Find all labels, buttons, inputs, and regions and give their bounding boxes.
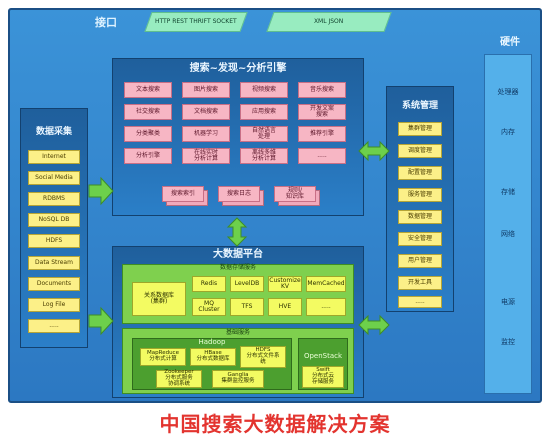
solution-title: 中国搜索大数据解决方案 xyxy=(159,411,391,436)
base-services-title: 基础服务 xyxy=(225,328,250,336)
system-title: 系统管理 xyxy=(401,101,438,112)
collection-item: HDFS xyxy=(28,234,80,248)
swift-box: Swift 分布式云 存储服务 xyxy=(302,366,344,388)
search-cell: 音乐搜索 xyxy=(298,82,346,98)
interface-formats-box: XML JSON xyxy=(266,12,392,32)
search-engine-title: 搜索~发现~分析引擎 xyxy=(189,62,287,74)
openstack-title: OpenStack xyxy=(303,352,343,361)
interface-protocols-label: HTTP REST THRIFT SOCKET xyxy=(155,17,237,25)
arrow-left-right-icon xyxy=(358,140,390,162)
hadoop-title: Hadoop xyxy=(198,337,226,346)
system-item: 服务管理 xyxy=(398,188,442,202)
interface-formats-label: XML JSON xyxy=(314,17,344,25)
storage-item: MQ Cluster xyxy=(192,298,226,316)
search-cell: 分类聚类 xyxy=(124,126,172,142)
hardware-panel xyxy=(484,54,532,394)
system-item: 配置管理 xyxy=(398,166,442,180)
search-cell: 文本搜索 xyxy=(124,82,172,98)
search-cell: ..... xyxy=(298,148,346,164)
search-log-store: 搜索日志 xyxy=(218,186,260,202)
hbase-box: HBase 分布式数据库 xyxy=(190,348,236,366)
search-cell: 在线实时 分析计算 xyxy=(182,148,230,164)
system-item: 数据管理 xyxy=(398,210,442,224)
arrow-right-icon xyxy=(88,176,114,206)
collection-item: Internet xyxy=(28,150,80,164)
search-cell: 推荐引擎 xyxy=(298,126,346,142)
collection-item: RDBMS xyxy=(28,192,80,206)
collection-item: NoSQL DB xyxy=(28,213,80,227)
system-item: 调度管理 xyxy=(398,144,442,158)
storage-item: LevelDB xyxy=(230,276,264,292)
storage-services-title: 数据存储服务 xyxy=(219,264,256,272)
interface-title: 接口 xyxy=(95,16,117,30)
storage-item: ..... xyxy=(306,298,346,316)
collection-item: ..... xyxy=(28,319,80,333)
relational-db-cluster: 关系数据库 (集群) xyxy=(132,282,186,316)
system-item: 开发工具 xyxy=(398,276,442,290)
search-cell: 应用搜索 xyxy=(240,104,288,120)
search-cell: 视频搜索 xyxy=(240,82,288,98)
hardware-title: 硬件 xyxy=(500,36,520,48)
zookeeper-box: Zookeeper 分布式服务 协调系统 xyxy=(156,369,202,388)
collection-item: Data Stream xyxy=(28,256,80,270)
search-cell: 开发文案 搜索 xyxy=(298,104,346,120)
ganglia-box: Ganglia 集群监控服务 xyxy=(212,370,264,388)
storage-item: MemCached xyxy=(306,276,346,292)
system-item: 集群管理 xyxy=(398,122,442,136)
arrow-left-right-icon xyxy=(358,314,390,336)
collection-item: Social Media xyxy=(28,171,80,185)
search-cell: 机器学习 xyxy=(182,126,230,142)
mapreduce-box: MapReduce 分布式计算 xyxy=(140,348,186,366)
system-item: 安全管理 xyxy=(398,232,442,246)
system-item: ..... xyxy=(398,296,442,308)
collection-title: 数据采集 xyxy=(35,127,72,138)
hardware-item: 内存 xyxy=(501,128,515,137)
search-index-store: 搜索索引 xyxy=(162,186,204,202)
arrow-right-icon xyxy=(88,306,114,336)
storage-item: TFS xyxy=(230,298,264,316)
storage-item: HVE xyxy=(268,298,302,316)
hdfs-box: HDFS 分布式文件系 统 xyxy=(240,346,286,368)
arrow-up-down-icon xyxy=(226,217,248,247)
bigdata-title: 大数据平台 xyxy=(213,248,263,260)
storage-item: Redis xyxy=(192,276,226,292)
search-cell: 离线多维 分析计算 xyxy=(240,148,288,164)
search-cell: 图片搜索 xyxy=(182,82,230,98)
interface-protocols-box: HTTP REST THRIFT SOCKET xyxy=(144,12,248,32)
hardware-item: 监控 xyxy=(501,338,515,347)
hardware-item: 网络 xyxy=(501,230,515,239)
collection-item: Log File xyxy=(28,298,80,312)
rules-knowledge-store: 规则/ 知识库 xyxy=(274,186,316,202)
search-cell: 文档搜索 xyxy=(182,104,230,120)
storage-item: Customize KV xyxy=(268,276,302,292)
search-cell: 分析引擎 xyxy=(124,148,172,164)
search-cell: 社交搜索 xyxy=(124,104,172,120)
collection-item: Documents xyxy=(28,277,80,291)
search-cell: 自然语言 处理 xyxy=(240,126,288,142)
hardware-item: 存储 xyxy=(501,188,515,197)
hardware-item: 电源 xyxy=(501,298,515,307)
collection-panel xyxy=(20,108,88,348)
hardware-item: 处理器 xyxy=(497,88,519,97)
system-item: 用户管理 xyxy=(398,254,442,268)
